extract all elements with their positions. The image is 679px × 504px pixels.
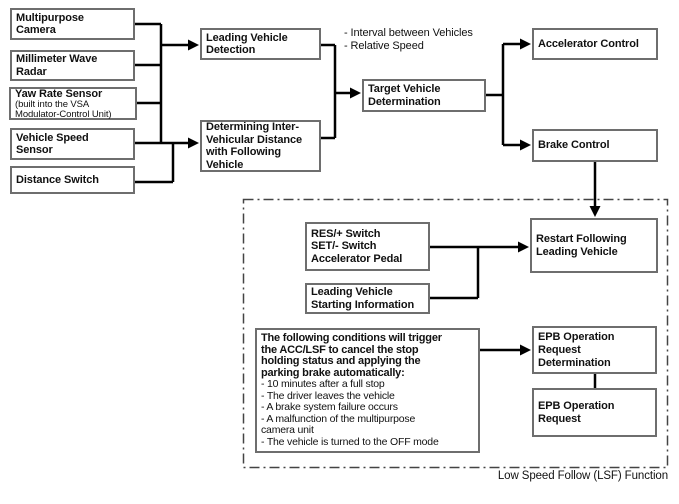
box-brake-control: Brake Control bbox=[532, 129, 658, 162]
lsf-region-boundary bbox=[242, 198, 669, 469]
box-inter-vehicular-distance: Determining Inter- Vehicular Distance wi… bbox=[200, 120, 321, 172]
conditions-heading: The following conditions will trigger th… bbox=[261, 332, 442, 379]
condition-item: - A malfunction of the multipurpose came… bbox=[261, 412, 416, 436]
condition-item: - 10 minutes after a full stop bbox=[261, 378, 385, 390]
yaw-rate-sensor-subtitle: (built into the VSA Modulator-Control Un… bbox=[15, 98, 112, 120]
box-millimeter-wave-radar: Millimeter Wave Radar bbox=[10, 50, 135, 81]
box-vehicle-speed-sensor: Vehicle Speed Sensor bbox=[10, 128, 135, 160]
box-accelerator-control: Accelerator Control bbox=[532, 28, 658, 60]
lsf-region-caption: Low Speed Follow (LSF) Function bbox=[497, 470, 668, 482]
detection-outputs-note: - Interval between Vehicles - Relative S… bbox=[344, 27, 473, 52]
connector-group bbox=[135, 22, 597, 389]
arrowhead bbox=[589, 206, 601, 217]
yaw-rate-sensor-title: Yaw Rate Sensor bbox=[15, 87, 103, 100]
arrowhead bbox=[520, 139, 531, 151]
condition-item: - The vehicle is turned to the OFF mode bbox=[261, 435, 439, 448]
condition-item: - The driver leaves the vehicle bbox=[261, 389, 395, 402]
box-leading-vehicle-detection: Leading Vehicle Detection bbox=[200, 28, 321, 60]
box-epb-operation-request-determination: EPB Operation Request Determination bbox=[532, 326, 657, 374]
arrowhead bbox=[518, 241, 529, 253]
arrowhead bbox=[350, 87, 361, 99]
box-target-vehicle-determination: Target Vehicle Determination bbox=[362, 79, 486, 112]
box-leading-vehicle-starting-information: Leading Vehicle Starting Information bbox=[305, 283, 430, 314]
box-restart-inputs: RES/+ Switch SET/- Switch Accelerator Pe… bbox=[305, 222, 430, 271]
box-epb-operation-request: EPB Operation Request bbox=[532, 388, 657, 437]
box-yaw-rate-sensor: Yaw Rate Sensor (built into the VSA Modu… bbox=[9, 87, 137, 120]
arrowhead bbox=[520, 38, 531, 50]
condition-item: - A brake system failure occurs bbox=[261, 401, 398, 413]
arrowhead bbox=[188, 39, 199, 51]
arrowheads bbox=[188, 38, 601, 356]
box-stop-hold-cancel-conditions: The following conditions will trigger th… bbox=[255, 328, 480, 453]
arrowhead bbox=[520, 344, 531, 356]
box-multipurpose-camera: Multipurpose Camera bbox=[10, 8, 135, 40]
arrowhead bbox=[188, 137, 199, 149]
box-distance-switch: Distance Switch bbox=[10, 166, 135, 194]
box-restart-following-leading-vehicle: Restart Following Leading Vehicle bbox=[530, 218, 658, 273]
